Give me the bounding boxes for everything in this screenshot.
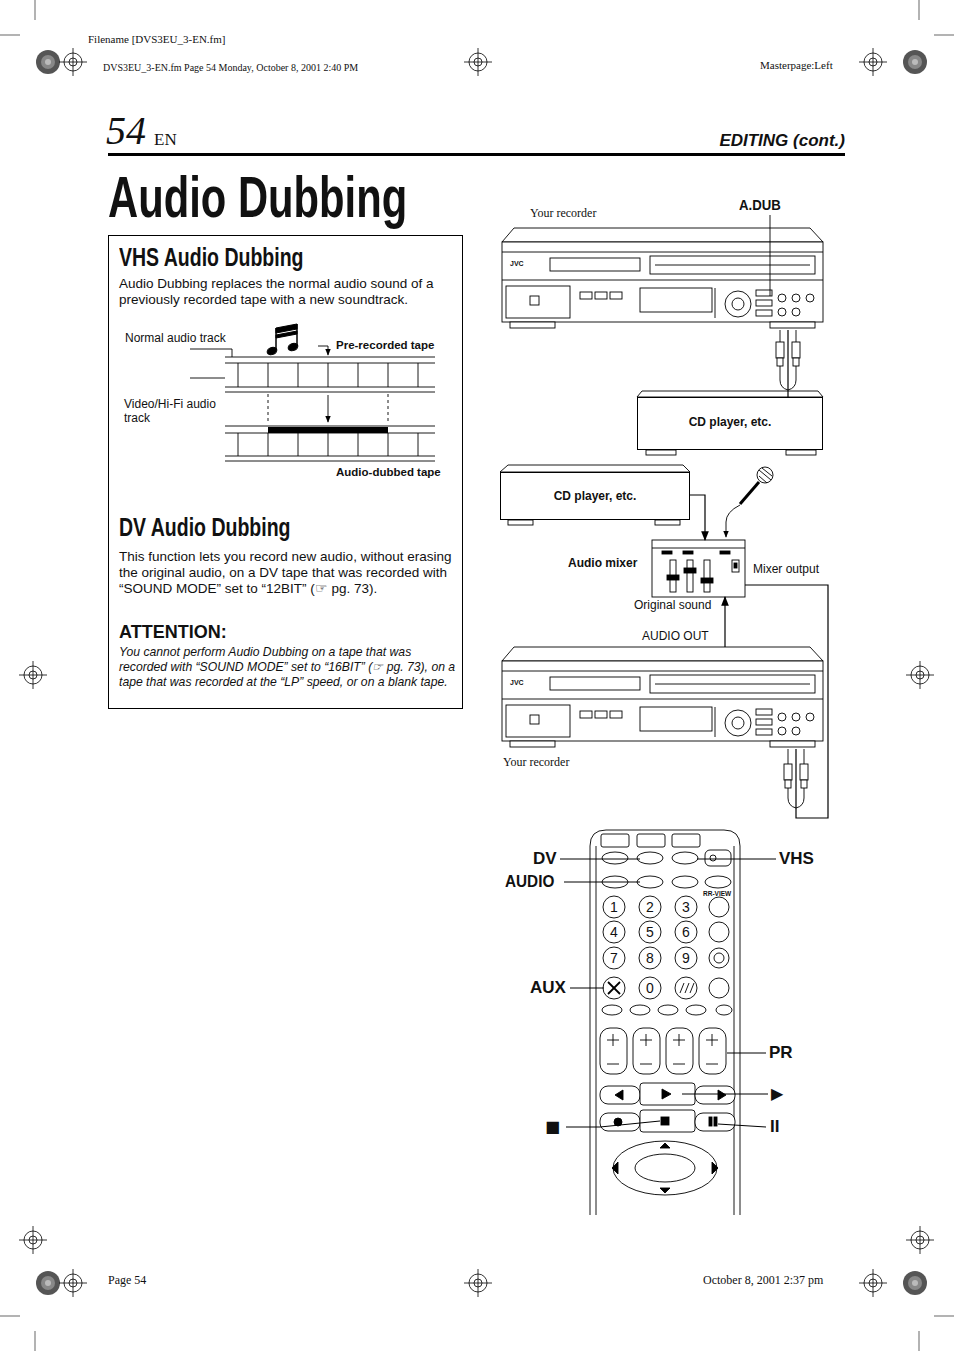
cable-connector [690, 495, 705, 540]
key-digit: 9 [676, 949, 696, 967]
footer-date: October 8, 2001 2:37 pm [703, 1273, 823, 1287]
body-text: Audio Dubbing replaces the normal audio … [119, 276, 457, 308]
key-digit: 8 [640, 949, 660, 967]
button-text: RR-VIEW [703, 890, 731, 898]
recorder: Your recorderJVC [500, 647, 825, 749]
attention-text: You cannot perform Audio Dubbing on a ta… [119, 645, 461, 690]
section-name: EDITING (cont.) [660, 131, 845, 151]
button-callout: II [770, 1117, 779, 1137]
page-number: 54 [106, 108, 146, 154]
key-digit: 5 [640, 923, 660, 941]
cd-player-box: CD player, etc. [500, 472, 690, 520]
button-callout: PR [769, 1043, 793, 1063]
recorder-label: Your recorder [530, 206, 596, 221]
brand-logo: JVC [510, 678, 524, 687]
button-callout: AUDIO [505, 872, 554, 892]
button-callout: ▶ [771, 1084, 783, 1104]
cable-connector [724, 597, 725, 647]
key-digit: 2 [640, 898, 660, 916]
device-name: Audio mixer [568, 556, 637, 571]
button-callout: AUX [530, 978, 566, 998]
recorder-label: Your recorder [503, 755, 569, 770]
header-filename: Filename [DVS3EU_3-EN.fm] [88, 33, 225, 46]
signal-label: AUDIO OUT [642, 629, 709, 643]
track-label: Video/Hi-Fi audio track [124, 397, 232, 425]
key-digit: 6 [676, 923, 696, 941]
key-digit: 4 [604, 923, 624, 941]
key-digit: 0 [640, 979, 660, 997]
brand-logo: JVC [510, 259, 524, 268]
button-callout: VHS [779, 849, 814, 869]
footer-page: Page 54 [108, 1273, 146, 1287]
section-heading: VHS Audio Dubbing [119, 242, 304, 272]
device-name: CD player, etc. [501, 489, 689, 504]
signal-label: Original sound [634, 598, 711, 612]
tape-label: Pre-recorded tape [336, 338, 434, 352]
attention-heading: ATTENTION: [119, 621, 227, 643]
audio-mixer: Audio mixer [652, 540, 745, 597]
track-label: Normal audio track [125, 331, 226, 345]
cable-connector [787, 330, 788, 397]
key-digit: 7 [604, 949, 624, 967]
body-text: This function lets you record new audio,… [119, 549, 457, 597]
cd-player-box: CD player, etc. [637, 397, 823, 450]
signal-label: Mixer output [753, 562, 819, 576]
recorder: Your recorderJVC [500, 228, 825, 330]
header-info: DVS3EU_3-EN.fm Page 54 Monday, October 8… [103, 62, 358, 74]
key-digit: 1 [604, 898, 624, 916]
button-callout: DV [533, 849, 557, 869]
device-name: CD player, etc. [638, 415, 822, 430]
cable-connector [745, 585, 828, 818]
language-code: EN [154, 130, 177, 150]
section-heading: DV Audio Dubbing [119, 512, 291, 542]
jack-name: A.DUB [739, 196, 781, 214]
page-title: Audio Dubbing [108, 164, 407, 230]
header-masterpage: Masterpage:Left [760, 59, 833, 72]
button-callout: ■ [545, 1117, 560, 1137]
tape-label: Audio-dubbed tape [336, 465, 441, 479]
key-digit: 3 [676, 898, 696, 916]
